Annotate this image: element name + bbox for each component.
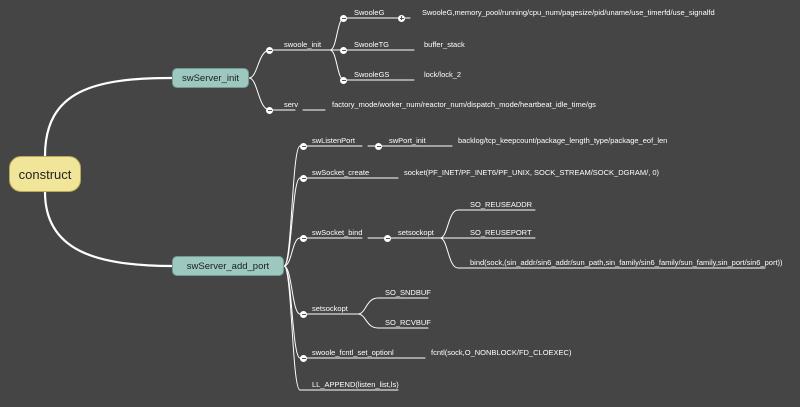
collapse-toggle-icon[interactable]	[300, 310, 307, 318]
collapse-toggle-icon[interactable]	[375, 142, 382, 150]
node-serv[interactable]: serv	[284, 100, 299, 109]
node-swserver-add-port[interactable]: swServer_add_port	[172, 256, 284, 276]
node-setsockopt-inner[interactable]: setsockopt	[398, 228, 434, 237]
node-swoolegs[interactable]: SwooleGS	[354, 70, 390, 79]
node-swsocket-create[interactable]: swSocket_create	[312, 168, 370, 177]
collapse-toggle-icon[interactable]	[266, 46, 273, 54]
node-lock[interactable]: lock/lock_2	[424, 70, 462, 79]
collapse-toggle-icon[interactable]	[300, 142, 307, 150]
node-swserver-init-label: swServer_init	[181, 72, 240, 84]
root-node-construct[interactable]: construct	[9, 156, 81, 192]
node-swserver-init[interactable]: swServer_init	[172, 68, 249, 88]
node-fcntl-option[interactable]: swoole_fcntl_set_optionl	[312, 348, 394, 357]
node-swport-init[interactable]: swPort_init	[389, 136, 426, 145]
collapse-toggle-icon[interactable]	[300, 354, 307, 362]
node-swlistenport[interactable]: swListenPort	[312, 136, 355, 145]
node-so-sndbuf[interactable]: SO_SNDBUF	[385, 288, 431, 297]
collapse-toggle-icon[interactable]	[266, 106, 273, 114]
collapse-toggle-icon[interactable]	[340, 14, 347, 22]
node-ll-append[interactable]: LL_APPEND(listen_list,ls)	[312, 380, 399, 389]
node-swooleg-fields[interactable]: SwooleG,memory_pool/running/cpu_num/page…	[422, 8, 715, 17]
root-to-addport-connector	[43, 190, 174, 268]
collapse-toggle-icon[interactable]	[384, 234, 391, 242]
init-to-serv	[248, 77, 271, 111]
node-so-rcvbuf[interactable]: SO_RCVBUF	[385, 318, 431, 327]
node-bind-call[interactable]: bind(sock,(sin_addr/sin6_addr/sun_path,s…	[470, 258, 783, 267]
node-serv-fields[interactable]: factory_mode/worker_num/reactor_num/disp…	[332, 100, 596, 109]
init-to-swoole-init	[248, 49, 271, 79]
root-to-init-connector	[43, 76, 174, 158]
node-swooleg[interactable]: SwooleG	[354, 8, 385, 17]
root-label: construct	[18, 166, 72, 182]
node-so-reuseport[interactable]: SO_REUSEPORT	[470, 228, 532, 237]
node-fcntl-call[interactable]: fcntl(sock,O_NONBLOCK/FD_CLOEXEC)	[431, 348, 572, 357]
node-swoole-init[interactable]: swoole_init	[284, 40, 322, 49]
collapse-toggle-icon[interactable]	[340, 46, 347, 54]
node-buffer-stack[interactable]: buffer_stack	[424, 40, 465, 49]
collapse-toggle-icon[interactable]	[340, 76, 347, 84]
expand-toggle-icon[interactable]	[398, 14, 405, 22]
node-socket-call[interactable]: socket(PF_INET/PF_INET6/PF_UNIX, SOCK_ST…	[404, 168, 660, 177]
node-swsocket-bind[interactable]: swSocket_bind	[312, 228, 363, 237]
node-swserver-add-port-label: swServer_add_port	[186, 260, 270, 272]
node-setsockopt[interactable]: setsockopt	[312, 304, 348, 313]
collapse-toggle-icon[interactable]	[300, 234, 307, 242]
collapse-toggle-icon[interactable]	[300, 174, 307, 182]
node-so-reuseaddr[interactable]: SO_REUSEADDR	[470, 200, 533, 209]
node-port-fields[interactable]: backlog/tcp_keepcount/package_length_typ…	[458, 136, 668, 145]
node-swooletg[interactable]: SwooleTG	[354, 40, 390, 49]
